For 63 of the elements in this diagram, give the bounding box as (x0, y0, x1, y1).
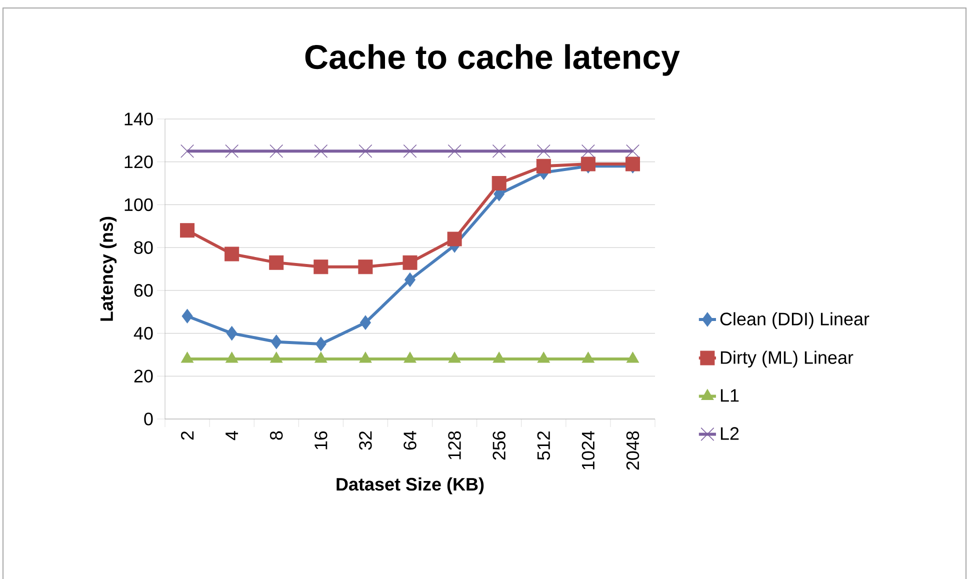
y-tick-label: 20 (134, 370, 153, 383)
point (492, 176, 506, 191)
point (314, 260, 328, 274)
x-tick-label: 16 (314, 431, 328, 450)
point (270, 352, 283, 363)
x-tick-label: 256 (492, 431, 506, 460)
x-tick-label: 128 (448, 431, 461, 460)
chart-title: Cache to cache latency (305, 44, 680, 76)
y-tick-label: 100 (124, 198, 153, 212)
x-tick-label: 32 (359, 431, 372, 450)
point (226, 352, 238, 363)
x-tick-label: 8 (270, 431, 283, 440)
point (315, 336, 326, 352)
x-tick-label: 2048 (626, 431, 640, 470)
legend-label: Clean (DDI) Linear (720, 312, 870, 329)
y-tick-label: 40 (134, 326, 153, 340)
point (358, 260, 373, 274)
x-tick-label: 4 (226, 431, 238, 440)
point (448, 144, 462, 158)
point (314, 144, 328, 158)
y-tick-label: 0 (144, 412, 153, 426)
y-axis-title: Latency (ns) (100, 216, 117, 321)
point (314, 352, 328, 363)
point (403, 144, 417, 158)
point (402, 255, 418, 270)
point (536, 158, 551, 174)
point (180, 144, 194, 158)
point (448, 352, 461, 363)
x-tick-label: 2 (180, 431, 194, 440)
point (359, 352, 372, 363)
point (536, 144, 550, 158)
point (226, 326, 238, 341)
point (581, 144, 595, 158)
x-tick-label: 64 (404, 431, 416, 450)
point (447, 232, 462, 246)
point (180, 352, 194, 363)
point (492, 352, 506, 363)
point (360, 315, 371, 330)
point (582, 352, 594, 363)
x-axis-title: Dataset Size (KB) (336, 477, 484, 494)
legend-label: L1 (720, 389, 739, 402)
point (225, 144, 239, 158)
point (404, 272, 416, 287)
y-tick-label: 80 (134, 241, 153, 254)
point (537, 352, 550, 363)
point (358, 144, 372, 158)
point (492, 144, 506, 158)
point (224, 246, 240, 262)
point (626, 144, 640, 158)
point (180, 223, 195, 238)
point (270, 144, 284, 158)
y-tick-label: 60 (134, 284, 153, 297)
legend-label: Dirty (ML) Linear (720, 350, 854, 368)
y-tick-label: 120 (124, 155, 153, 168)
legend-label: L2 (720, 427, 739, 440)
y-tick-label: 140 (124, 112, 153, 126)
point (404, 352, 416, 363)
point (182, 308, 193, 324)
point (269, 255, 284, 270)
point (270, 334, 282, 350)
x-tick-label: 512 (537, 431, 550, 460)
point (626, 352, 640, 363)
x-tick-label: 1024 (582, 431, 595, 470)
